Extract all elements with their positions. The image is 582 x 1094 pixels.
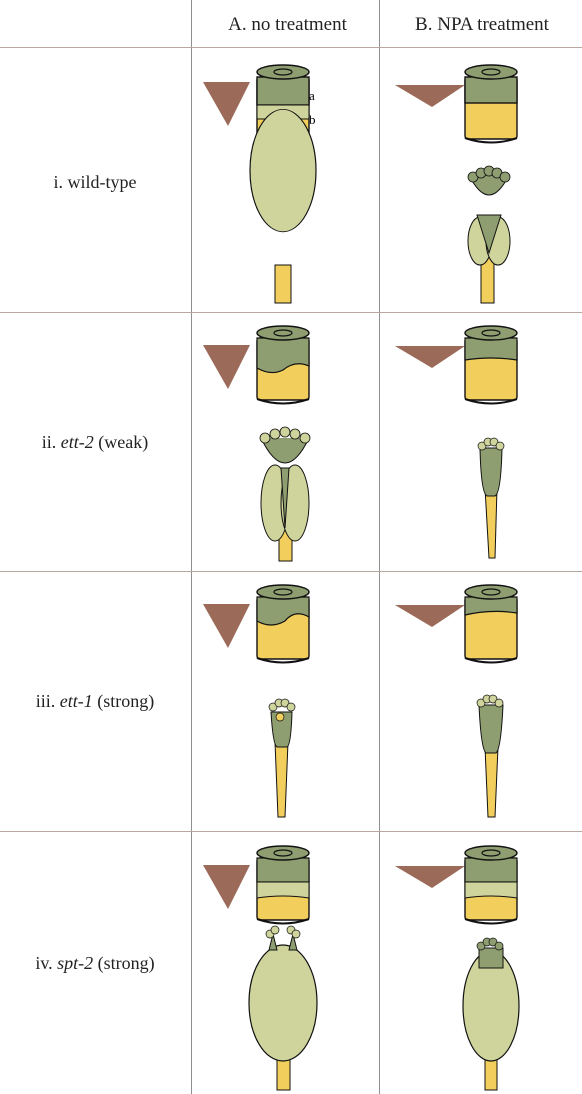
auxin-gradient-triangle [395, 346, 465, 368]
ett-2-no-treatment-diagram [203, 325, 311, 562]
column-divider-middle [379, 0, 380, 1094]
row-label-wild-type: i. wild-type [53, 172, 137, 192]
spt-2-npa-diagram [395, 845, 520, 1091]
auxin-gradient-triangle [395, 866, 465, 888]
gynoecium-cylinder [256, 584, 310, 664]
row-label-ett-2: ii. ett-2 (weak) [41, 432, 149, 452]
auxin-gradient-triangle [203, 82, 250, 126]
cell-ett-2-no-treatment [195, 318, 375, 568]
column-header-npa-treatment: B. NPA treatment [415, 14, 549, 35]
gynoecium-pin-like [467, 165, 511, 304]
auxin-gradient-triangle [203, 865, 250, 909]
auxin-gradient-triangle [203, 604, 250, 648]
gynoecium-ett-2-npa [477, 437, 505, 559]
column-header-no-treatment: A. no treatment [228, 14, 347, 35]
wild-type-npa-diagram [395, 64, 518, 304]
cell-ett-1-no-treatment [195, 577, 375, 827]
auxin-gradient-triangle [395, 85, 465, 107]
wild-type-no-treatment-diagram: a b [203, 64, 317, 304]
spt-2-no-treatment-diagram [203, 845, 318, 1091]
zone-label-b: b [309, 112, 316, 127]
gynoecium-cylinder [256, 845, 310, 925]
cell-wild-type-npa [385, 55, 580, 310]
gynoecium-cylinder [464, 64, 518, 144]
cell-ett-2-npa [385, 318, 580, 568]
auxin-gradient-triangle [203, 345, 250, 389]
column-divider-left [191, 0, 192, 1094]
gynoecium-ett-1-npa [476, 694, 504, 818]
gynoecium-cylinder [464, 584, 518, 664]
auxin-gradient-triangle [395, 605, 465, 627]
gynoecium-wild-type [249, 108, 317, 304]
row-divider-2 [0, 571, 582, 572]
gynoecium-spt-2 [248, 925, 318, 1091]
ett-1-npa-diagram [395, 584, 518, 818]
row-label-ett-1: iii. ett-1 (strong) [35, 691, 155, 711]
gynoecium-cylinder [464, 325, 518, 405]
cell-wild-type-no-treatment: a b [195, 55, 375, 310]
ett-1-no-treatment-diagram [203, 584, 310, 818]
row-divider-1 [0, 312, 582, 313]
zone-label-a: a [309, 88, 315, 103]
gynoecium-cylinder [464, 845, 518, 925]
row-divider-3 [0, 831, 582, 832]
gynoecium-ett-1 [268, 698, 296, 818]
row-label-spt-2: iv. spt-2 (strong) [35, 953, 155, 973]
gynoecium-spt-2-npa [462, 937, 520, 1091]
header-divider [0, 47, 582, 48]
cell-spt-2-no-treatment [195, 838, 375, 1092]
gynoecium-ett-2 [259, 426, 311, 562]
gynoecium-cylinder [256, 325, 310, 405]
cell-spt-2-npa [385, 838, 580, 1092]
cell-ett-1-npa [385, 577, 580, 827]
ett-2-npa-diagram [395, 325, 518, 559]
